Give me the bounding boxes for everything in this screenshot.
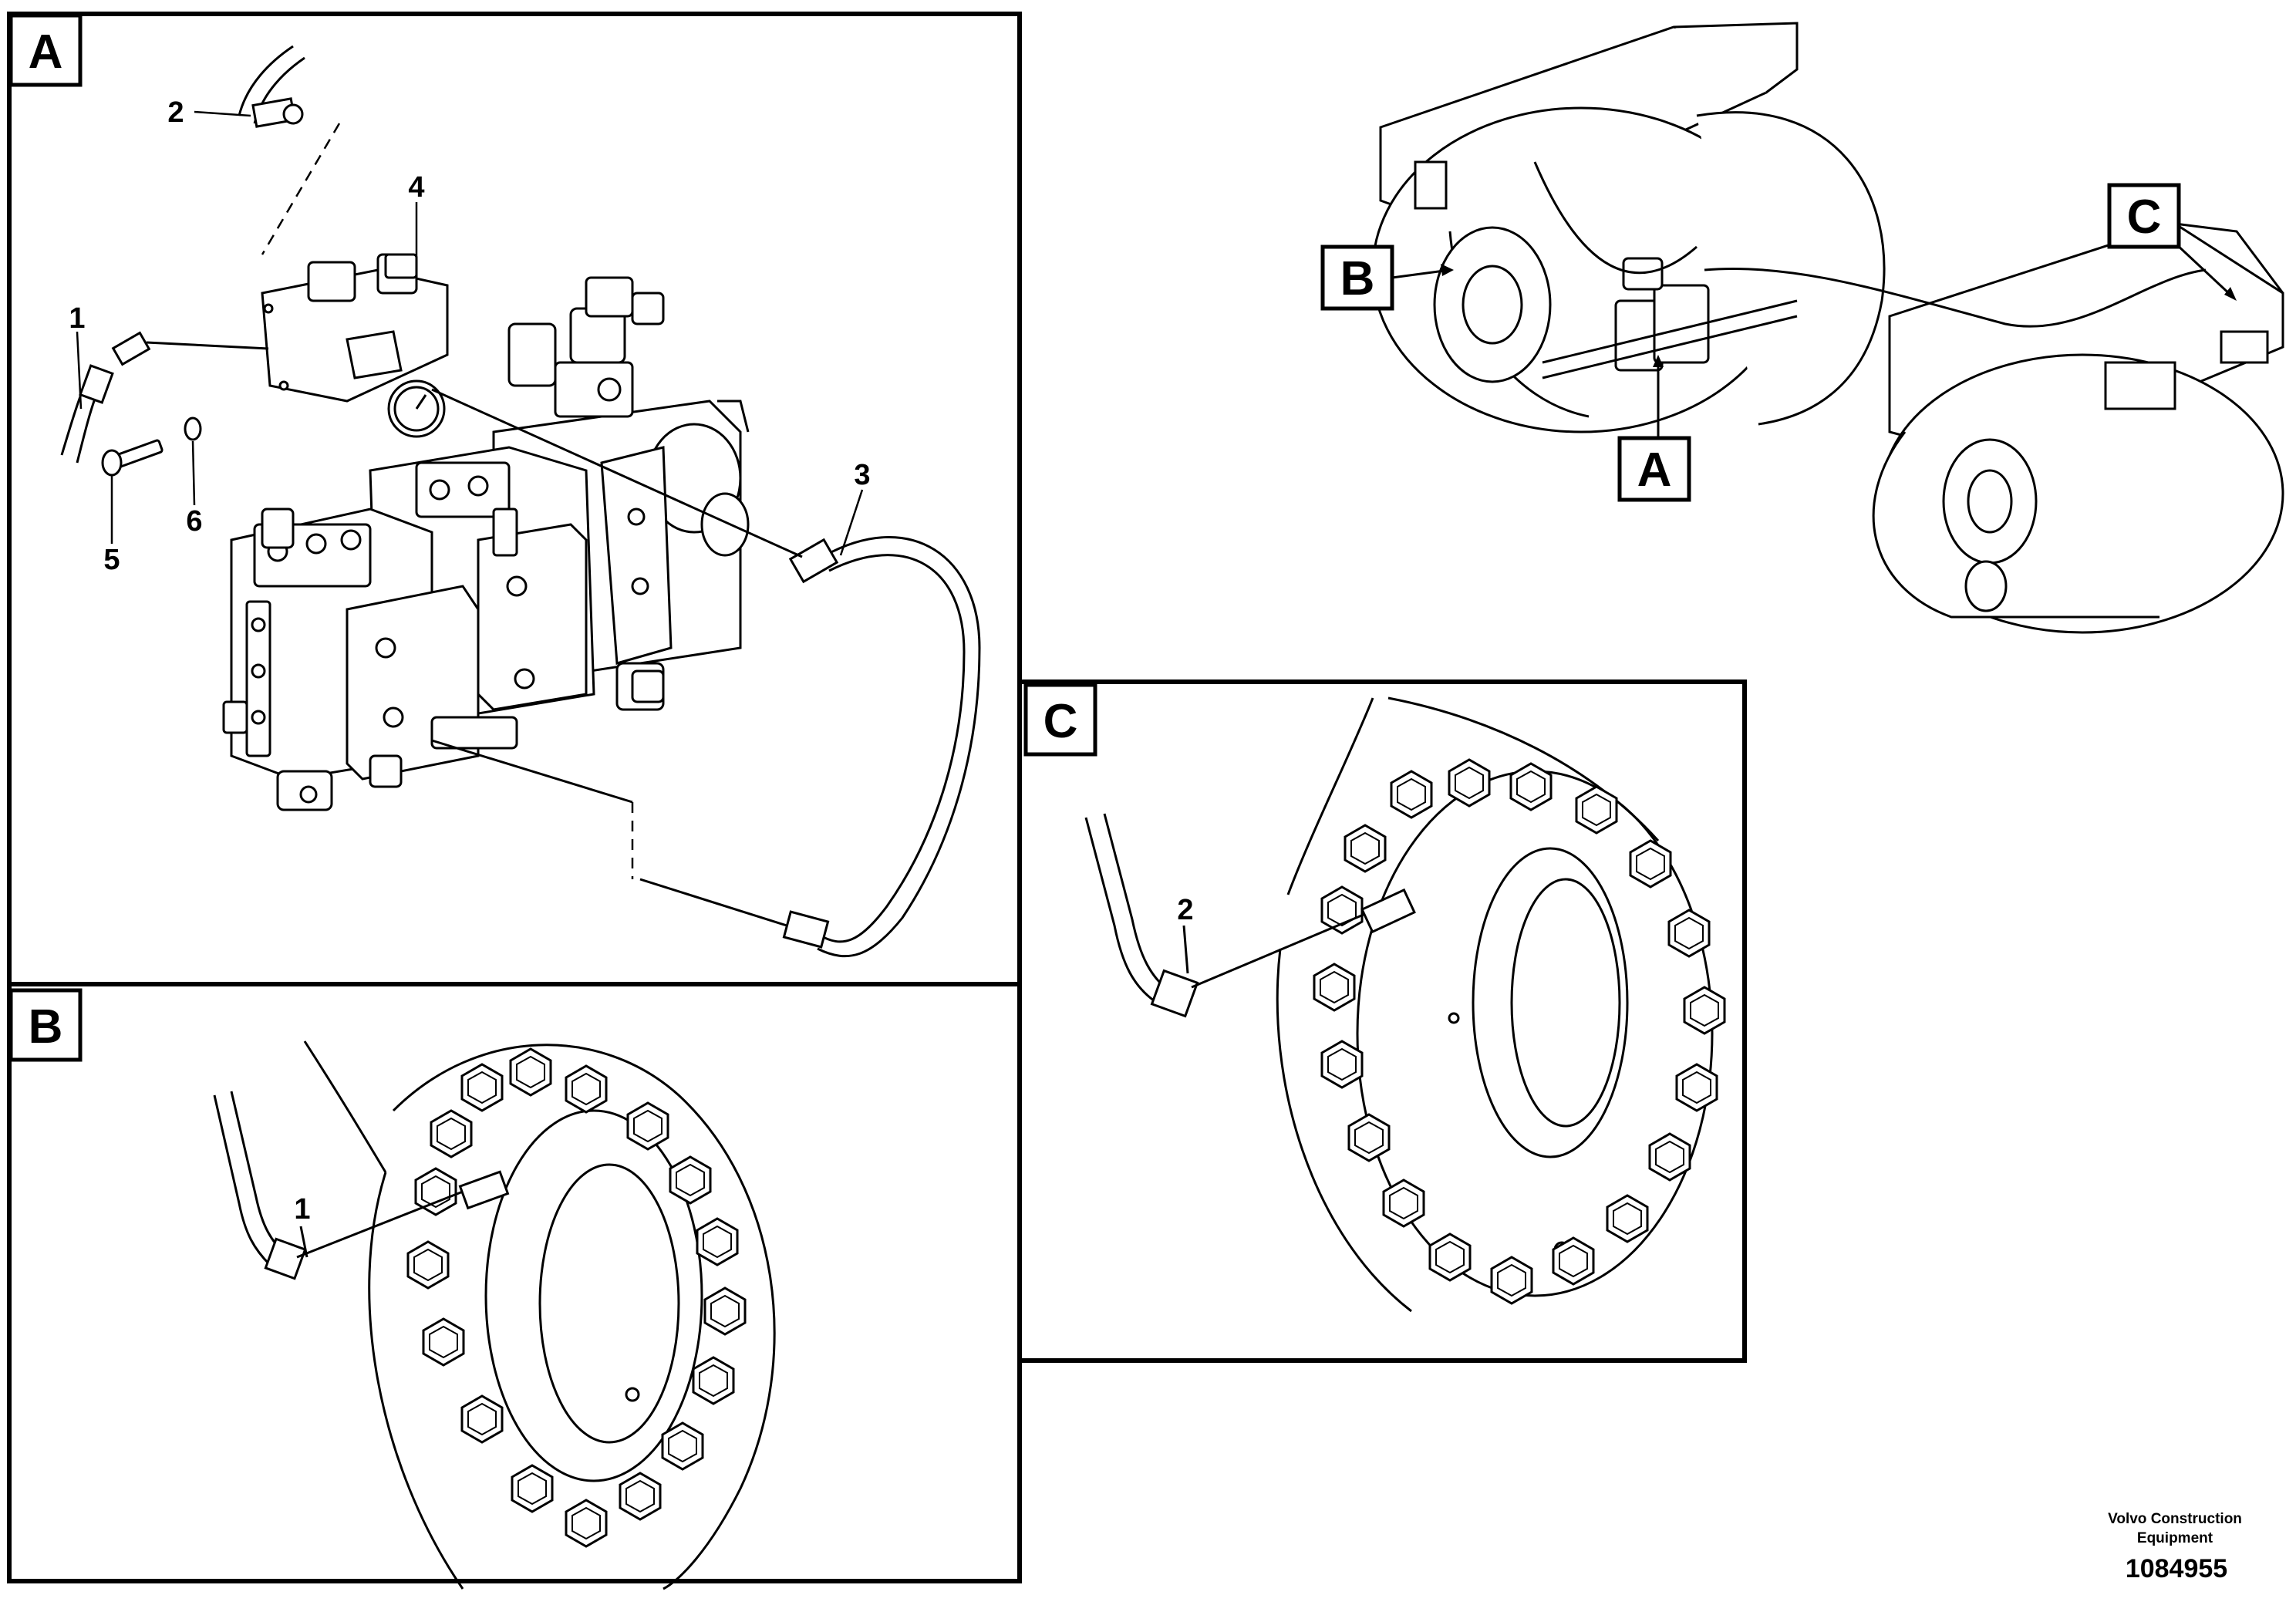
bolt-item-5 <box>101 439 164 477</box>
callout-a-1: 1 <box>69 302 85 335</box>
washer-item-6 <box>184 416 202 441</box>
hydraulic-pump-assembly <box>222 276 750 811</box>
wheel-hub-b <box>303 1040 776 1590</box>
hose-item-1-b <box>213 1091 510 1280</box>
overview-marker-b: B <box>1320 244 1454 311</box>
overview-marker-c: C <box>2107 183 2237 301</box>
hose-item-3 <box>431 388 981 958</box>
overview-marker-b-label: B <box>1340 252 1375 305</box>
hose-item-1 <box>60 331 269 464</box>
company-name-line1: Volvo Construction <box>2108 1511 2242 1527</box>
overview-marker-c-label: C <box>2127 191 2162 244</box>
manifold-block <box>261 253 449 438</box>
callout-a-6: 6 <box>186 505 202 538</box>
callout-leaders <box>76 110 864 556</box>
callout-a-3: 3 <box>854 459 870 491</box>
callout-b-1: 1 <box>294 1193 310 1226</box>
drawing-number: 1084955 <box>2126 1554 2227 1583</box>
wheel-hub-c <box>1276 696 1714 1313</box>
view-b-label: B <box>29 1000 63 1054</box>
dashed-connection-line <box>261 123 341 255</box>
overview-marker-a-label: A <box>1637 443 1672 497</box>
view-c-panel: C <box>1017 679 1747 1363</box>
callout-a-2: 2 <box>167 96 184 129</box>
view-a-label: A <box>29 25 63 79</box>
view-b-panel: B <box>7 982 1022 1590</box>
view-c-label: C <box>1043 695 1078 748</box>
callout-a-5: 5 <box>103 544 120 576</box>
hose-item-2 <box>238 45 305 128</box>
company-name-line2: Equipment <box>2137 1530 2213 1546</box>
view-a-panel: A <box>7 12 1022 986</box>
overview-drum-assembly <box>1371 22 2284 634</box>
callout-a-4: 4 <box>408 171 424 204</box>
hose-item-2-c <box>1084 813 1416 1018</box>
overview-marker-a: A <box>1617 355 1691 502</box>
callout-c-2: 2 <box>1177 894 1193 926</box>
